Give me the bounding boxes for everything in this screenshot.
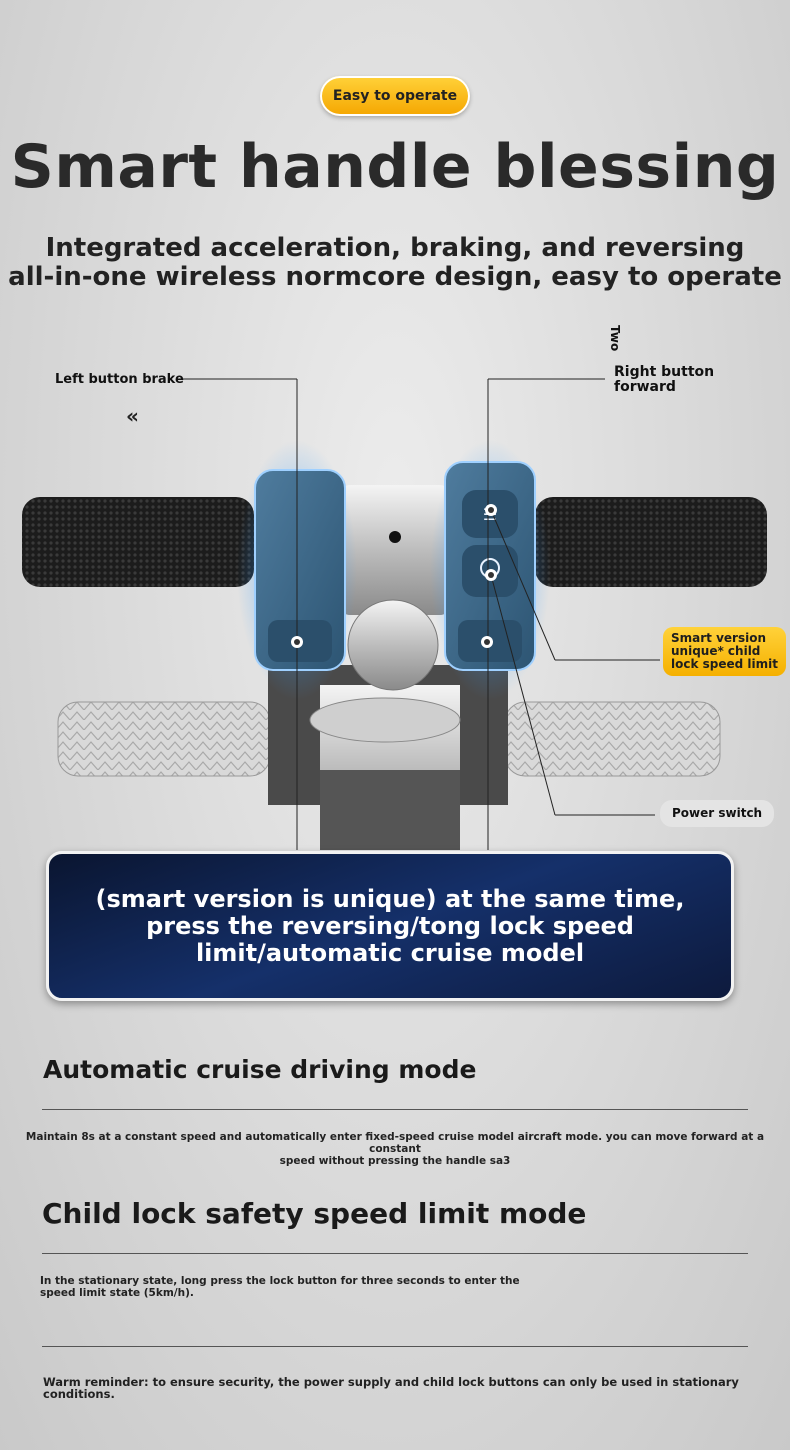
warm-reminder: Warm reminder: to ensure security, the p… xyxy=(43,1375,739,1401)
cruise-description-line-1: Maintain 8s at a constant speed and auto… xyxy=(25,1131,765,1155)
label-child-lock-line-2: unique* child xyxy=(671,644,761,658)
label-right-forward: Right button forward xyxy=(614,365,714,395)
label-child-lock-line-1: Smart version xyxy=(671,631,766,645)
cruise-heading: Automatic cruise driving mode xyxy=(43,1055,477,1084)
divider xyxy=(42,1346,748,1347)
handlebar-illustration: ☰ xyxy=(22,378,767,850)
child-lock-heading: Child lock safety speed limit mode xyxy=(42,1197,587,1230)
chevron-left-icon: « xyxy=(126,404,139,428)
label-child-lock: Smart version unique* child lock speed l… xyxy=(663,627,786,676)
divider xyxy=(42,1253,748,1254)
child-lock-description: In the stationary state, long press the … xyxy=(40,1275,520,1299)
child-lock-description-line-1: In the stationary state, long press the … xyxy=(40,1275,520,1287)
cruise-description-line-2: speed without pressing the handle sa3 xyxy=(279,1155,511,1167)
label-two: Two xyxy=(608,325,622,352)
label-right-forward-line-2: forward xyxy=(614,379,676,395)
feature-badge: Easy to operate xyxy=(320,76,470,116)
cruise-description: Maintain 8s at a constant speed and auto… xyxy=(0,1131,790,1167)
label-child-lock-line-3: lock speed limit xyxy=(671,657,778,671)
divider xyxy=(42,1109,748,1110)
label-right-forward-line-1: Right button xyxy=(614,364,715,380)
label-left-brake: Left button brake xyxy=(55,372,184,387)
child-lock-description-line-2: speed limit state (5km/h). xyxy=(40,1287,194,1299)
info-banner: (smart version is unique) at the same ti… xyxy=(46,851,734,1001)
page-subtitle: Integrated acceleration, braking, and re… xyxy=(0,234,790,292)
subtitle-line-1: Integrated acceleration, braking, and re… xyxy=(45,233,745,263)
banner-text: (smart version is unique) at the same ti… xyxy=(95,884,685,967)
subtitle-line-2: all-in-one wireless normcore design, eas… xyxy=(8,262,782,292)
page-title: Smart handle blessing xyxy=(10,132,780,202)
label-power-switch: Power switch xyxy=(660,800,775,827)
